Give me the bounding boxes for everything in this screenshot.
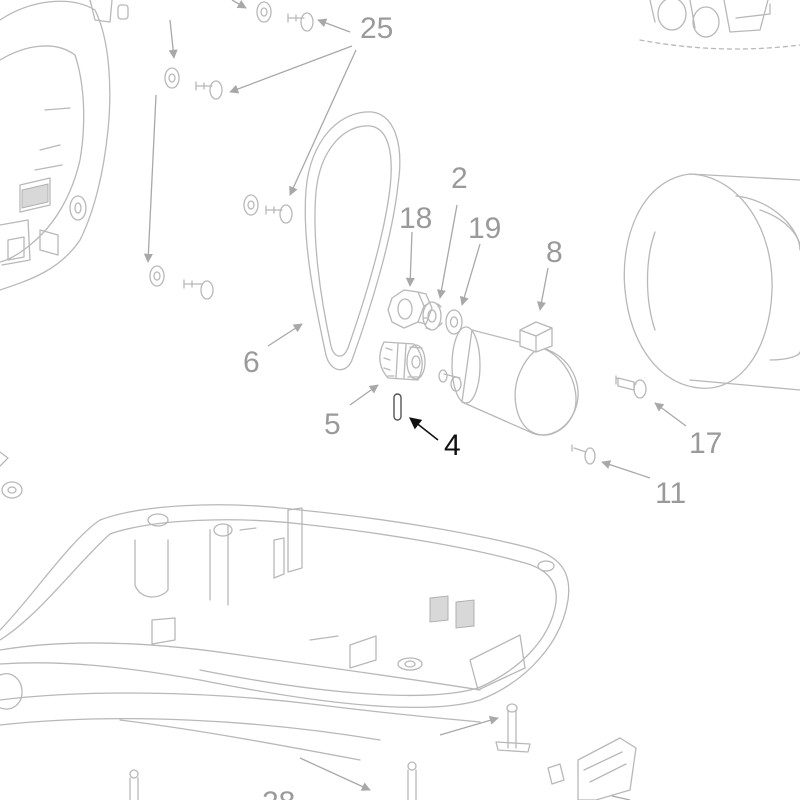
washer-left-3 [149,265,165,287]
bottom-housing-part [0,504,570,761]
connector-part [547,737,637,800]
leader-line-4 [409,417,439,441]
callout-17: 17 [689,427,722,460]
screw-left-2 [265,204,293,224]
toothed-washer-part [422,301,443,331]
pulley-gear-part [379,341,426,381]
callout-4: 4 [444,429,461,462]
callout-8: 8 [546,236,563,269]
left-edge-washers [0,451,23,499]
callout-25: 25 [360,12,393,45]
drive-belt-part [304,111,401,371]
callout-2: 2 [451,162,468,195]
callout-11: 11 [655,477,686,510]
leader-lines [143,0,687,800]
callout-5: 5 [324,408,341,441]
screw-top [287,12,314,32]
left-housing-part [0,0,129,291]
screw-17-part [615,375,647,399]
top-right-fragment-part [639,0,800,50]
motor-part [438,321,579,436]
washer-top [256,1,272,23]
large-cylinder-part [623,173,800,391]
callout-6: 6 [243,346,260,379]
hex-nut-part [387,289,433,329]
callout-18: 18 [399,202,432,235]
pin-part [393,393,402,421]
screw-left-1 [195,80,223,100]
screw-11-part [571,444,596,465]
washer-19-part [445,309,463,335]
washer-left-1 [164,67,180,89]
screw-left-3 [183,279,214,300]
callout-19: 19 [468,212,501,245]
bottom-screws-part [129,703,531,800]
callout-28: 28 [262,786,295,800]
washer-left-2 [243,194,259,216]
